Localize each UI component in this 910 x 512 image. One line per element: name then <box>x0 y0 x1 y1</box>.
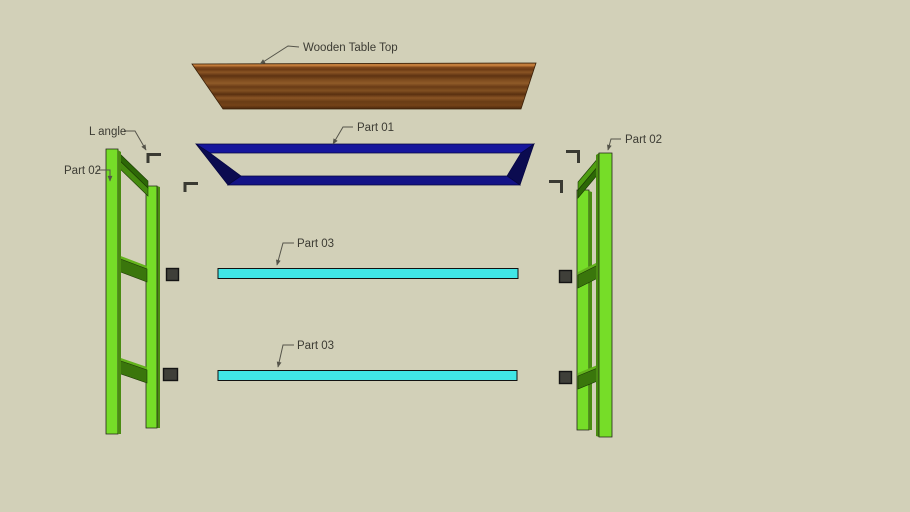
left-frame-front-leg-shade <box>118 150 121 434</box>
leader-part03-lower <box>276 344 294 368</box>
left-frame-low-cross-topedge <box>118 357 147 370</box>
wooden-table-top[interactable] <box>191 62 537 110</box>
l-angle-bracket-left-upper[interactable] <box>146 153 161 164</box>
right-frame-front-leg[interactable] <box>598 152 613 438</box>
wooden-table-top-slab[interactable] <box>191 62 537 110</box>
leader-part02-right <box>607 138 621 151</box>
part03-lower-shelf[interactable] <box>217 370 518 381</box>
label-part02-right: Part 02 <box>625 134 662 146</box>
right-frame-low-cross-topedge <box>578 364 600 376</box>
part01-front-rail[interactable] <box>194 143 536 154</box>
connector-block-left-lower[interactable] <box>162 367 179 382</box>
right-frame-mid-cross-topedge <box>578 261 600 275</box>
label-part03-lower: Part 03 <box>297 340 334 352</box>
l-angle-bracket-left-lower[interactable] <box>183 182 198 193</box>
label-part01: Part 01 <box>357 122 394 134</box>
right-frame-front-leg-shade <box>596 153 599 437</box>
connector-block-right-upper[interactable] <box>558 269 573 284</box>
leader-part03-upper <box>276 242 294 266</box>
leader-part02-left <box>97 169 113 182</box>
left-frame-front-leg[interactable] <box>105 148 119 435</box>
right-frame-back-leg[interactable] <box>576 189 590 431</box>
connector-block-right-lower[interactable] <box>558 370 573 385</box>
right-frame-back-leg-shade <box>589 191 592 430</box>
l-angle-bracket-right-lower[interactable] <box>549 180 563 194</box>
part02-right-frame[interactable] <box>576 152 613 438</box>
label-wooden-table-top: Wooden Table Top <box>303 42 398 54</box>
leader-lines <box>97 45 621 368</box>
l-angle-brackets[interactable] <box>146 150 580 194</box>
left-frame-back-leg[interactable] <box>145 185 158 429</box>
connector-block-left-upper[interactable] <box>165 267 180 282</box>
connector-blocks[interactable] <box>162 267 573 385</box>
part03-upper-shelf[interactable] <box>217 268 519 279</box>
label-part02-left: Part 02 <box>64 165 101 177</box>
left-frame-mid-cross-topedge <box>118 255 147 269</box>
part01-top-frame[interactable] <box>194 143 536 186</box>
leader-l-angle <box>124 130 147 151</box>
part01-back-rail[interactable] <box>226 175 522 186</box>
label-l-angle: L angle <box>89 126 126 138</box>
label-part03-upper: Part 03 <box>297 238 334 250</box>
l-angle-bracket-right-upper[interactable] <box>566 150 580 164</box>
left-frame-back-leg-shade <box>157 186 160 428</box>
leader-part01 <box>332 126 353 145</box>
part02-left-frame[interactable] <box>105 148 160 435</box>
leader-wooden-table-top <box>259 45 300 65</box>
